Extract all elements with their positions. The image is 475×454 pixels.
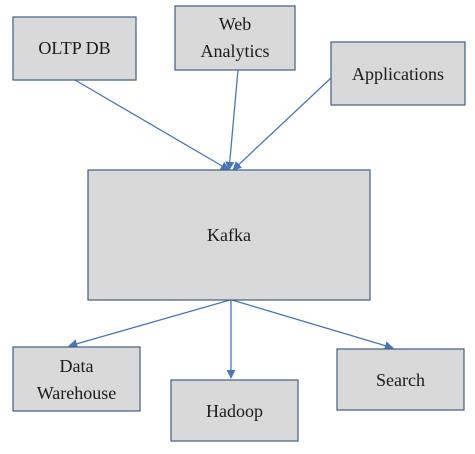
node-kafka-label: Kafka	[207, 225, 251, 245]
node-web-analytics: Web Analytics	[174, 5, 296, 71]
node-data-warehouse: Data Warehouse	[12, 346, 141, 412]
edge-applications-to-kafka	[232, 77, 332, 171]
node-web-analytics-label-line1: Web	[219, 14, 252, 34]
node-data-warehouse-label-line1: Data	[60, 356, 94, 376]
node-oltp-db-label: OLTP DB	[38, 38, 110, 58]
node-data-warehouse-label-line2: Warehouse	[37, 383, 117, 403]
node-applications: Applications	[330, 41, 466, 106]
node-kafka: Kafka	[87, 169, 371, 301]
edge-kafka-to-search	[231, 299, 394, 351]
node-oltp-db: OLTP DB	[12, 16, 137, 81]
edge-kafka-to-data-warehouse	[68, 299, 231, 349]
edges	[68, 69, 394, 379]
edge-web-analytics-to-kafka	[225, 69, 239, 171]
node-search: Search	[336, 348, 465, 411]
edge-oltp-to-kafka	[74, 79, 230, 171]
node-applications-label: Applications	[352, 64, 444, 84]
node-search-label: Search	[376, 370, 425, 390]
node-web-analytics-label-line2: Analytics	[201, 41, 270, 61]
node-hadoop-label: Hadoop	[206, 401, 263, 421]
node-hadoop: Hadoop	[170, 379, 299, 442]
